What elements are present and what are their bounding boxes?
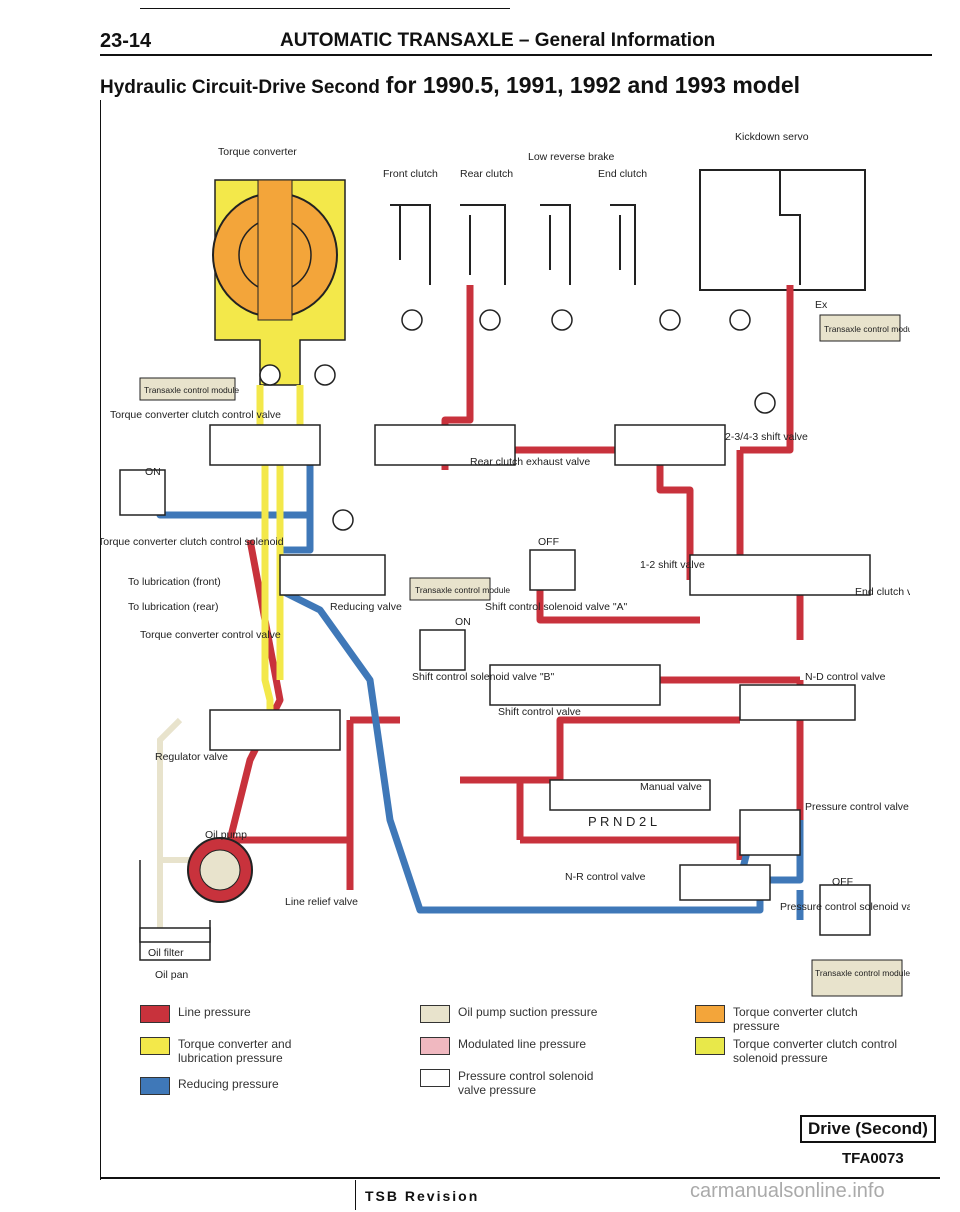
label-end-clutch: End clutch <box>598 168 647 180</box>
legend-item-pressure-control-solenoid: Pressure control solenoid valve pressure <box>420 1069 598 1097</box>
label-tc-control-valve: Torque converter control valve <box>140 629 281 641</box>
label-oil-pump: Oil pump <box>205 829 247 841</box>
label-ex: Ex <box>815 299 828 311</box>
label-tcm-left: Transaxle control module <box>144 385 239 395</box>
legend-swatch <box>695 1005 725 1023</box>
label-manual-valve: Manual valve <box>640 781 702 793</box>
label-front-clutch: Front clutch <box>383 168 438 180</box>
legend-item-oil-pump-suction: Oil pump suction pressure <box>420 1005 597 1023</box>
label-lub-front: To lubrication (front) <box>128 576 221 588</box>
control-module-boxes <box>139 314 903 997</box>
legend-swatch <box>695 1037 725 1055</box>
legend-label: Torque converter and lubrication pressur… <box>178 1037 292 1065</box>
label-on-left: ON <box>145 466 161 478</box>
label-torque-converter-top: Torque converter <box>218 146 297 158</box>
subtitle-emphasis: for 1990.5, 1991, 1992 and 1993 model <box>385 72 801 98</box>
legend-item-tcc-clutch-pressure: Torque converter clutch pressure <box>695 1005 873 1033</box>
legend-label: Torque converter clutch control solenoid… <box>733 1037 898 1065</box>
label-shift-2343: 2-3/4-3 shift valve <box>725 431 808 443</box>
label-tcm-bottom: Transaxle control module <box>815 968 910 978</box>
page-number: 23-14 <box>100 30 152 52</box>
legend-swatch <box>420 1005 450 1023</box>
legend-label: Torque converter clutch pressure <box>733 1005 858 1033</box>
legend-swatch <box>140 1077 170 1095</box>
label-pressure-control-valve: Pressure control valve <box>805 801 909 813</box>
label-prnd2l: P R N D 2 L <box>588 814 657 829</box>
label-tcc-control-valve: Torque converter clutch control valve <box>110 409 281 421</box>
legend-label: Modulated line pressure <box>458 1037 587 1051</box>
label-oil-pan: Oil pan <box>155 969 188 981</box>
drive-mode-badge: Drive (Second) <box>800 1115 936 1143</box>
tsb-box <box>355 1180 676 1210</box>
legend-label: Oil pump suction pressure <box>458 1005 598 1019</box>
torque-converter <box>212 179 346 386</box>
diagram-labels: Torque converter Front clutch Rear clutc… <box>100 131 910 981</box>
legend-item-line-pressure: Line pressure <box>140 1005 251 1023</box>
legend-item-reducing-pressure: Reducing pressure <box>140 1077 279 1095</box>
label-off-top: OFF <box>538 536 559 548</box>
label-shift-control-valve: Shift control valve <box>498 706 581 718</box>
label-off-bottom: OFF <box>832 876 853 888</box>
label-oil-filter: Oil filter <box>148 947 184 959</box>
label-lub-rear: To lubrication (rear) <box>128 601 218 613</box>
figure-id: TFA0073 <box>842 1150 904 1167</box>
pressure-gauges <box>259 309 776 531</box>
legend-item-tcc-solenoid-pressure: Torque converter clutch control solenoid… <box>695 1037 903 1065</box>
subtitle-lead: Hydraulic Circuit-Drive Second <box>100 77 380 98</box>
label-line-relief: Line relief valve <box>285 896 358 908</box>
header-rule <box>100 54 932 56</box>
top-short-rule <box>140 8 510 9</box>
color-legend: Line pressure Torque converter and lubri… <box>140 1005 930 1115</box>
label-pressure-control-solenoid: Pressure control solenoid valve <box>780 901 910 913</box>
clutch-housings <box>390 169 866 291</box>
reducing-pressure-paths <box>156 450 804 920</box>
legend-swatch <box>140 1005 170 1023</box>
legend-swatch <box>420 1037 450 1055</box>
legend-swatch <box>140 1037 170 1055</box>
label-regulator-valve: Regulator valve <box>155 751 228 763</box>
hydraulic-circuit-diagram: Torque converter Front clutch Rear clutc… <box>100 131 910 997</box>
label-nd-control: N-D control valve <box>805 671 886 683</box>
legend-item-tc-lubrication: Torque converter and lubrication pressur… <box>140 1037 338 1065</box>
label-rear-clutch-exhaust: Rear clutch exhaust valve <box>470 456 590 468</box>
oil-pump-suction-paths <box>157 717 200 930</box>
page-header: 23-14 AUTOMATIC TRANSAXLE – General Info… <box>100 30 930 54</box>
legend-label: Reducing pressure <box>178 1077 279 1091</box>
label-low-reverse-brake: Low reverse brake <box>528 151 615 163</box>
legend-swatch <box>420 1069 450 1087</box>
page-title: AUTOMATIC TRANSAXLE – General Informatio… <box>280 30 716 51</box>
watermark: carmanualsonline.info <box>690 1180 885 1202</box>
valve-bodies <box>119 424 871 936</box>
label-shift-solenoid-a: Shift control solenoid valve "A" <box>485 601 628 613</box>
label-shift-12: 1-2 shift valve <box>640 559 705 571</box>
footer-rule <box>100 1177 940 1179</box>
label-on-mid: ON <box>455 616 471 628</box>
legend-label: Pressure control solenoid valve pressure <box>458 1069 594 1097</box>
label-tcc-solenoid: Torque converter clutch control solenoid <box>100 536 284 548</box>
label-end-clutch-valve: End clutch valve <box>855 586 910 598</box>
tsb-revision: TSB Revision <box>365 1188 480 1204</box>
legend-item-modulated-line: Modulated line pressure <box>420 1037 586 1055</box>
oil-pump <box>187 837 253 903</box>
label-reducing-valve: Reducing valve <box>330 601 402 613</box>
label-shift-solenoid-b: Shift control solenoid valve "B" <box>412 671 555 683</box>
label-tcm-right: Transaxle control module <box>824 324 910 334</box>
label-tcm-mid: Transaxle control module <box>415 585 510 595</box>
left-margin-rule <box>100 100 101 1180</box>
label-kickdown-servo: Kickdown servo <box>735 131 809 143</box>
legend-label: Line pressure <box>178 1005 251 1019</box>
oil-pan <box>139 860 211 961</box>
label-nr-control: N-R control valve <box>565 871 646 883</box>
label-rear-clutch: Rear clutch <box>460 168 513 180</box>
